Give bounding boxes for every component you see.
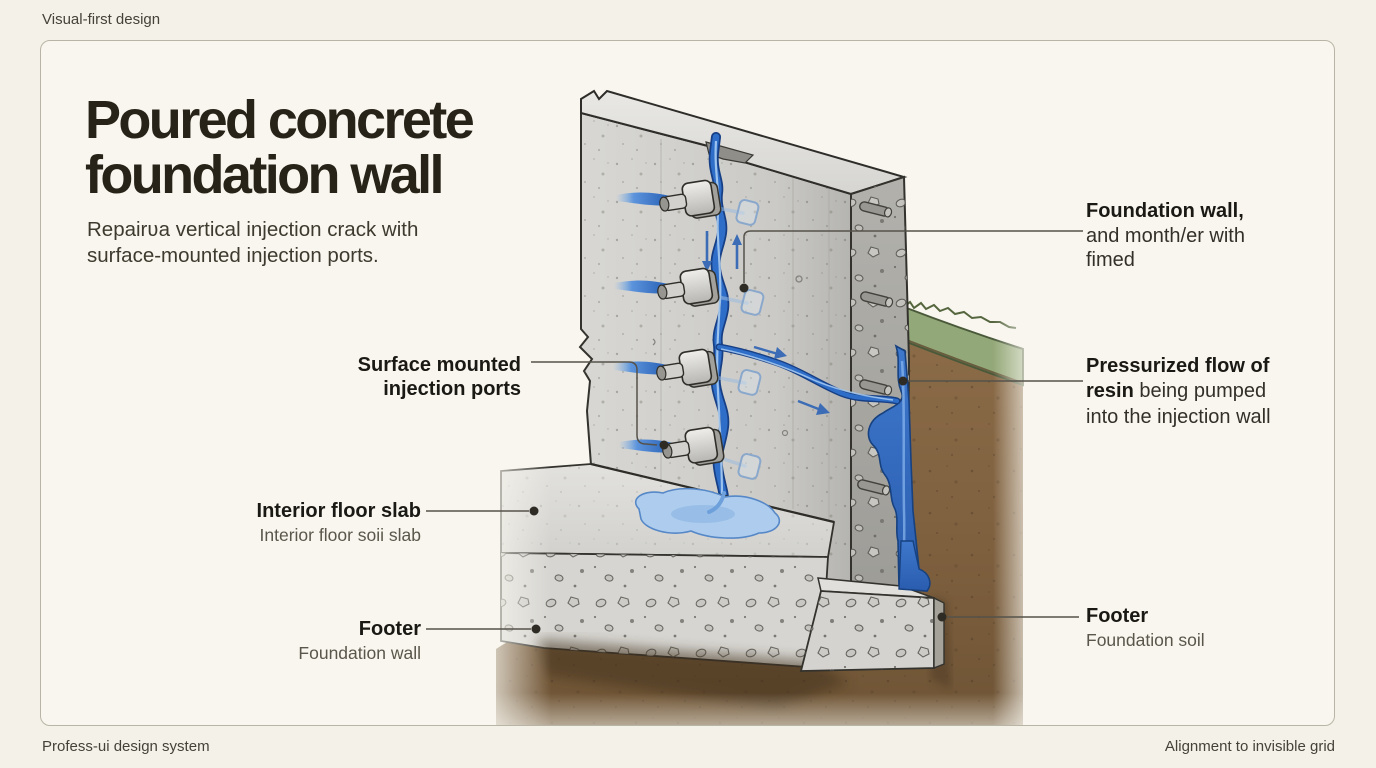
leader-foundation-wall — [743, 230, 1083, 283]
title-line2: foundation wall — [85, 145, 445, 205]
leader-dot — [937, 612, 947, 622]
foundation-wall-illustration — [426, 89, 1083, 725]
label-interior-floor-slab: Interior floor slab Interior floor soii … — [161, 499, 421, 547]
arrow-right2-icon — [816, 403, 830, 415]
ghost-port-icon — [739, 288, 766, 317]
label-subtitle: Foundation wall — [298, 643, 421, 663]
leader-dot — [898, 376, 908, 386]
arrow-down-icon — [702, 261, 712, 272]
label-line: and month/er with — [1086, 224, 1245, 247]
label-subtitle: Foundation soil — [1086, 630, 1205, 650]
footer-block — [799, 540, 945, 672]
label-title: Footer — [358, 618, 421, 640]
label-surface-mounted-ports: Surface mounted injection ports — [261, 353, 521, 401]
page-footer-right-caption: Alignment to invisible grid — [1164, 738, 1335, 755]
subtitle-line2: surface-mounted injection ports. — [87, 244, 379, 267]
leader-dot — [659, 440, 669, 450]
page-footer-left-caption: Profess-ui design system — [42, 738, 210, 755]
resin-pool — [634, 487, 781, 539]
label-line: Surface mounted — [357, 354, 521, 376]
label-line: injection ports — [383, 378, 521, 400]
label-pressurized-resin: Pressurized flow of resin being pumped i… — [1086, 354, 1334, 430]
label-title: Interior floor slab — [256, 500, 421, 522]
leader-lines — [426, 230, 1083, 634]
resin-at-footer — [898, 540, 931, 592]
label-line: resin being pumped — [1086, 379, 1334, 406]
arrow-up-icon — [732, 234, 742, 245]
page-top-caption: Visual-first design — [42, 11, 161, 28]
flow-arrows — [702, 231, 830, 415]
label-line: into the injection wall — [1086, 406, 1271, 428]
leader-dot — [531, 624, 541, 634]
label-foundation-wall: Foundation wall, and month/er with fimed — [1086, 199, 1326, 273]
bottom-fade — [471, 693, 1041, 725]
ghost-port-icon — [736, 452, 763, 481]
leader-dot — [739, 283, 749, 293]
label-bold-part: resin — [1086, 379, 1134, 402]
page-subtitle: Repairʋa vertical injection crack with s… — [87, 217, 418, 269]
left-fade — [471, 411, 551, 725]
label-footer-right: Footer Foundation soil — [1086, 604, 1326, 652]
subtitle-line1: Repairʋa vertical injection crack with — [87, 218, 419, 241]
arrow-right-icon — [774, 347, 787, 359]
label-title: Footer — [1086, 605, 1149, 627]
ghost-port-icon — [734, 198, 761, 227]
label-title: Pressurized flow of — [1086, 355, 1270, 377]
label-line: fimed — [1086, 249, 1135, 271]
slab-shadow — [536, 639, 849, 709]
title-line1: Poured concrete — [85, 90, 475, 150]
page-title: Poured concrete foundation wall — [85, 90, 475, 205]
label-footer-left: Footer Foundation wall — [161, 617, 421, 665]
leader-surface-ports — [531, 361, 658, 446]
diagram-card: Poured concrete foundation wall Repairʋa… — [40, 40, 1335, 726]
right-fade — [993, 321, 1041, 725]
ghost-port-icon — [736, 368, 763, 397]
label-subtitle: Interior floor soii slab — [259, 525, 421, 545]
leader-dot — [529, 506, 539, 516]
label-title: Foundation wall, — [1086, 200, 1244, 222]
label-regular-part: being pumped — [1133, 379, 1267, 402]
